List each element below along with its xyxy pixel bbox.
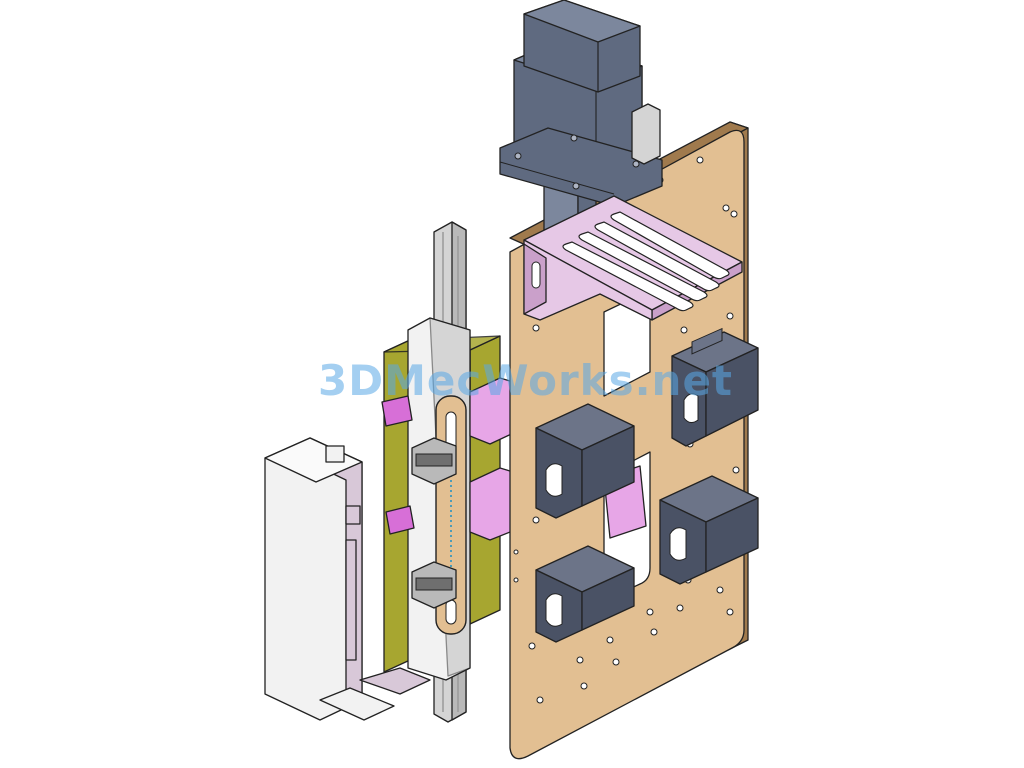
clamp-block-icon bbox=[535, 327, 759, 643]
enclosure-box-icon bbox=[264, 437, 431, 721]
clamp-block bbox=[671, 327, 759, 447]
magenta-clip bbox=[381, 395, 415, 535]
clamp-block bbox=[535, 403, 635, 519]
slotted-bracket-icon bbox=[523, 195, 743, 321]
rail-bracket bbox=[411, 437, 457, 609]
clamp-block bbox=[659, 475, 759, 585]
stepper-motor-icon bbox=[499, 0, 663, 245]
clamp-block bbox=[535, 545, 635, 643]
